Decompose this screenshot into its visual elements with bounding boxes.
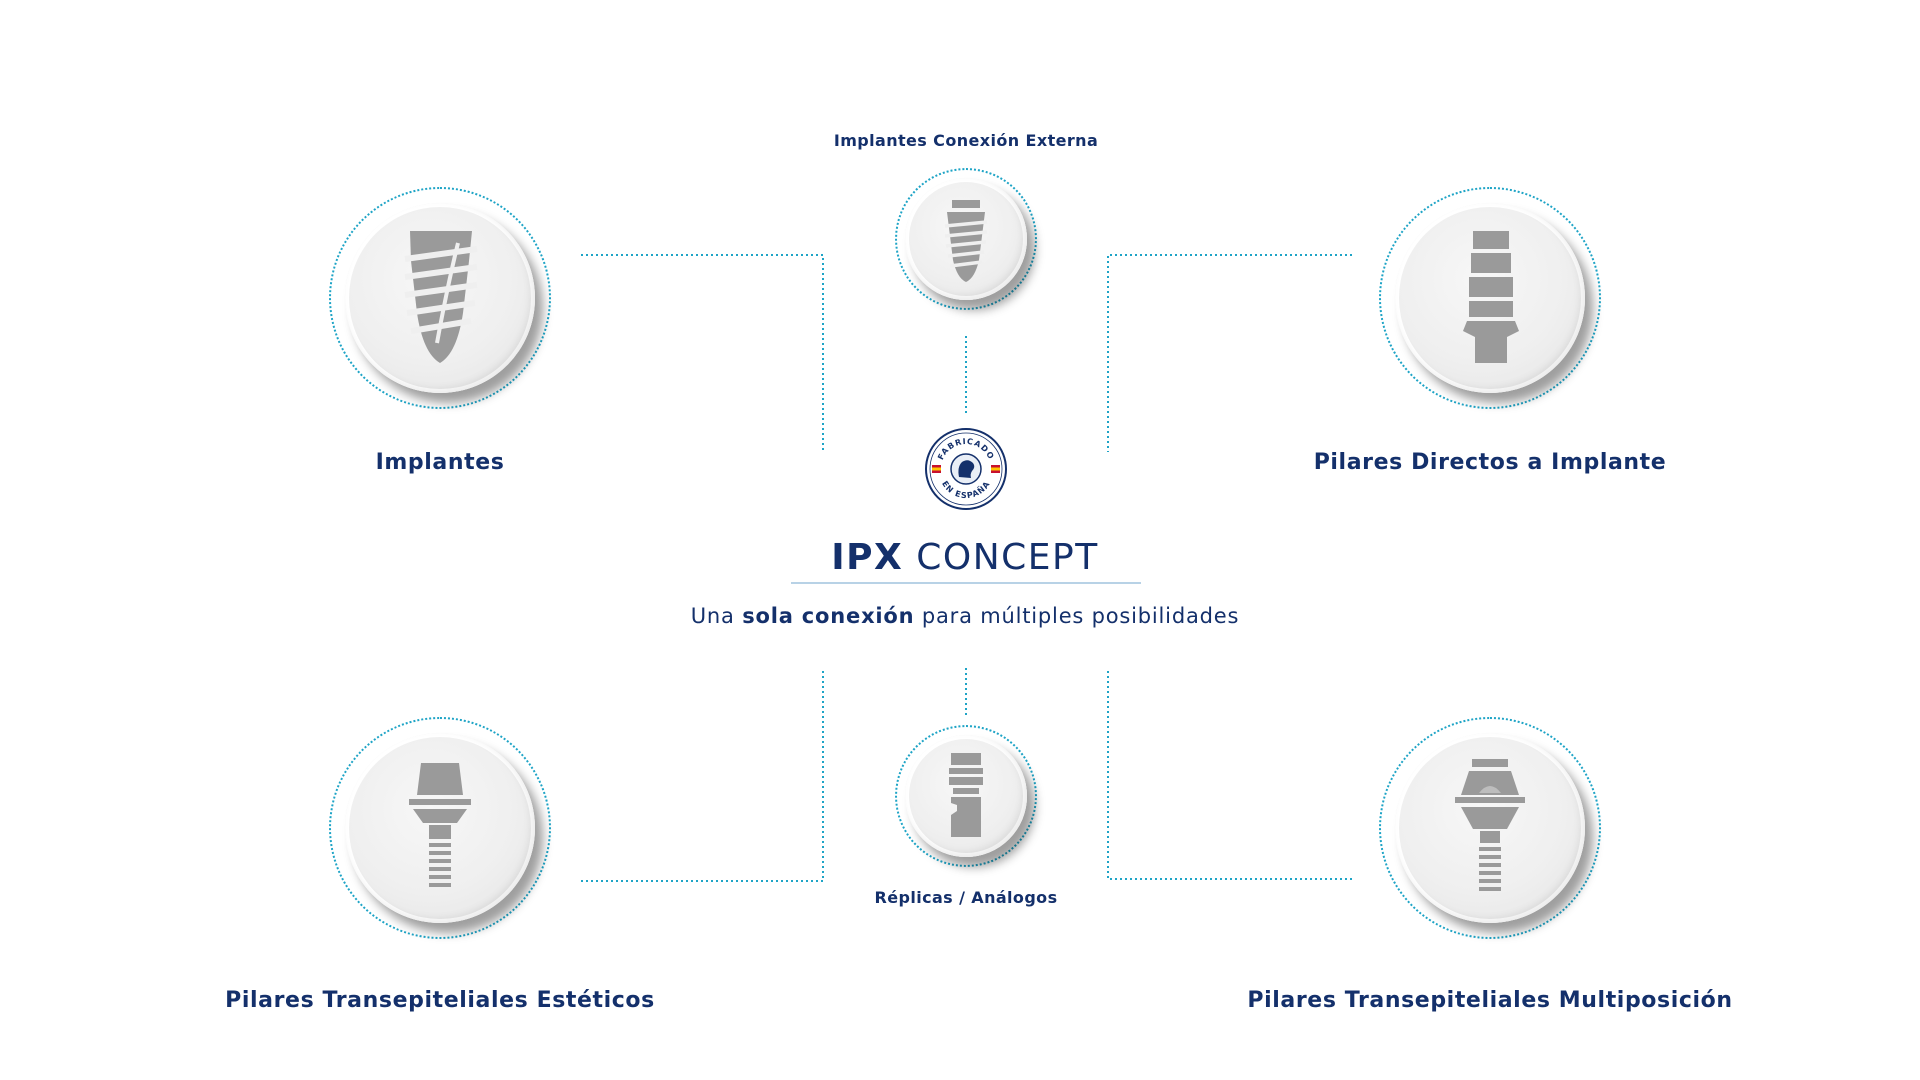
node-ring-pilares-directos bbox=[1379, 187, 1601, 409]
node-ring-transepiteliales-esteticos bbox=[329, 717, 551, 939]
straight-abutment-icon bbox=[1463, 231, 1519, 363]
node-ring-replicas bbox=[895, 725, 1037, 867]
label-transepiteliales-multiposicion: Pilares Transepiteliales Multiposición bbox=[1247, 988, 1733, 1013]
page-title: IPX CONCEPT bbox=[790, 537, 1140, 578]
node-ring-transepiteliales-multiposicion bbox=[1379, 717, 1601, 939]
made-in-spain-badge: FABRICADO EN ESPAÑA bbox=[925, 428, 1007, 510]
external-connection-implant-icon bbox=[944, 200, 988, 282]
connector-transepiteliales-multiposicion bbox=[1107, 668, 1352, 880]
node-ring-implantes bbox=[329, 187, 551, 409]
page-subtitle: Una sola conexión para múltiples posibil… bbox=[690, 604, 1240, 628]
threaded-implant-icon bbox=[404, 231, 478, 363]
multiposition-abutment-icon bbox=[1455, 759, 1525, 891]
label-pilares-directos: Pilares Directos a Implante bbox=[1313, 450, 1667, 475]
connector-pilares-directos bbox=[1107, 254, 1352, 452]
analog-replica-icon bbox=[949, 753, 983, 837]
figure-head-icon bbox=[958, 460, 975, 478]
label-replicas: Réplicas / Análogos bbox=[874, 888, 1058, 907]
aesthetic-abutment-icon bbox=[409, 763, 471, 887]
title-bold: IPX bbox=[831, 537, 904, 578]
connector-transepiteliales-esteticos bbox=[581, 668, 824, 882]
subtitle-post: para múltiples posibilidades bbox=[914, 604, 1240, 628]
node-ring-conexion-externa bbox=[895, 168, 1037, 310]
node-implantes[interactable] bbox=[345, 203, 535, 393]
subtitle-pre: Una bbox=[690, 604, 743, 628]
subtitle-bold: sola conexión bbox=[742, 604, 915, 628]
label-conexion-externa: Implantes Conexión Externa bbox=[833, 131, 1099, 150]
node-conexion-externa[interactable] bbox=[905, 178, 1027, 300]
title-light: CONCEPT bbox=[903, 537, 1099, 578]
title-underline bbox=[791, 582, 1141, 584]
node-transepiteliales-esteticos[interactable] bbox=[345, 733, 535, 923]
label-implantes: Implantes bbox=[375, 450, 505, 475]
spain-flag-icon bbox=[932, 465, 1000, 473]
node-replicas[interactable] bbox=[905, 735, 1027, 857]
label-transepiteliales-esteticos: Pilares Transepiteliales Estéticos bbox=[225, 988, 655, 1013]
node-transepiteliales-multiposicion[interactable] bbox=[1395, 733, 1585, 923]
connector-implantes bbox=[581, 254, 824, 452]
node-pilares-directos[interactable] bbox=[1395, 203, 1585, 393]
